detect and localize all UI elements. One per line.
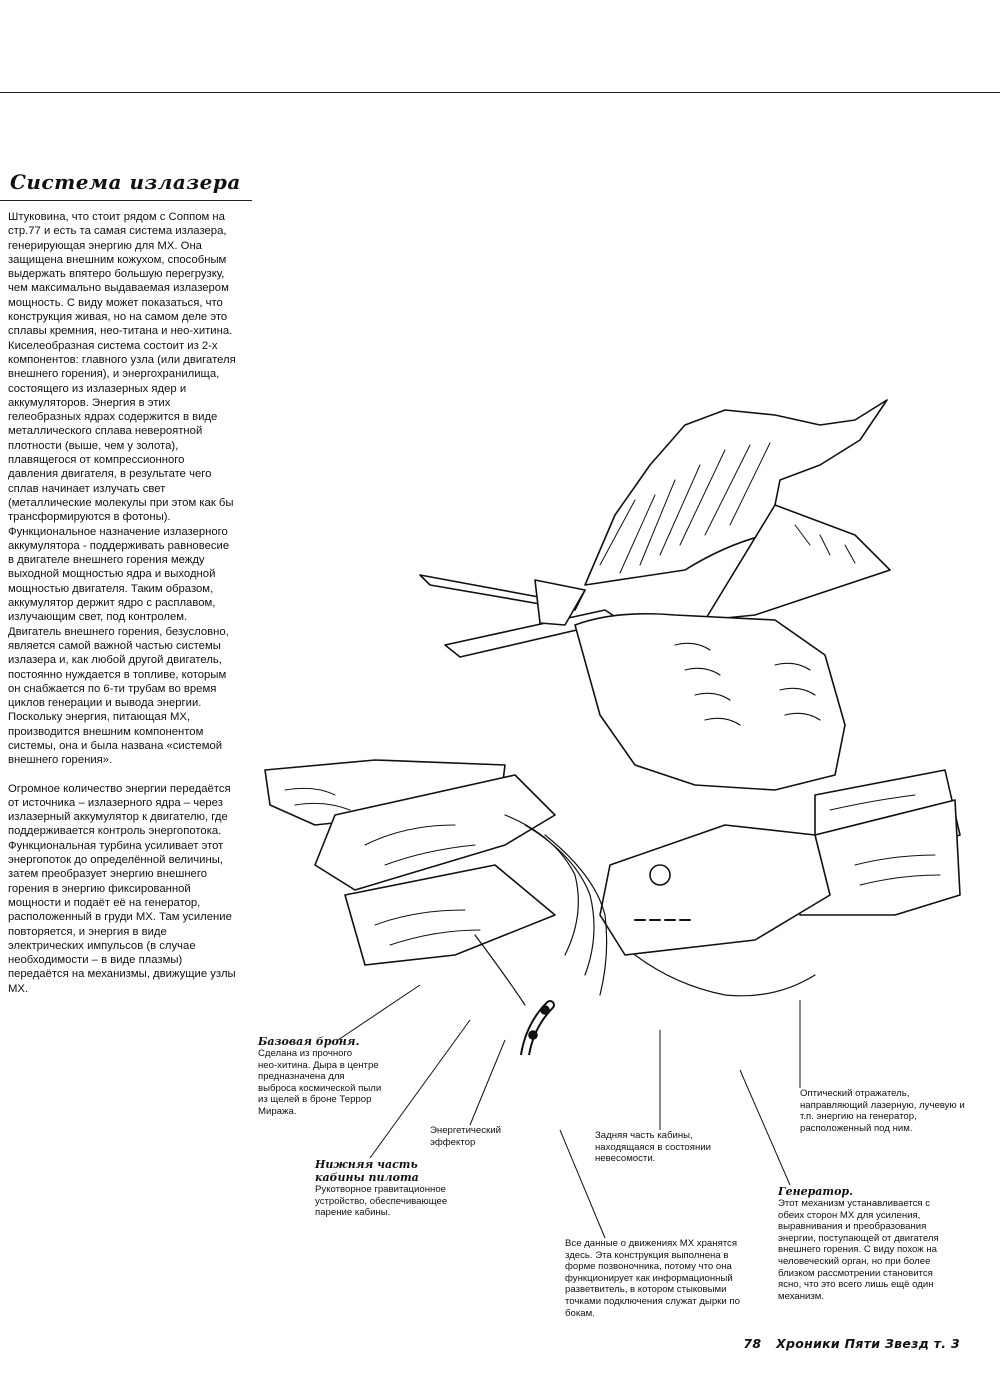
callout-generator: Генератор. Этот механизм устанавливается… — [778, 1185, 973, 1302]
spine-column — [520, 1000, 555, 1055]
callout-lower-cabin: Нижняя часть кабины пилота Рукотворное г… — [315, 1158, 485, 1219]
callout-title: Нижняя часть кабины пилота — [315, 1158, 419, 1184]
right-armor-plates — [599, 769, 961, 956]
callout-text: Рукотворное гравитационное устройство, о… — [315, 1184, 448, 1219]
callout-text: Оптический отражатель, направляющий лазе… — [800, 1088, 965, 1134]
callout-text: Этот механизм устанавливается с обеих ст… — [778, 1198, 939, 1302]
article-paragraph: Штуковина, что стоит рядом с Соппом на с… — [8, 211, 236, 767]
torso-body — [574, 612, 846, 791]
callout-text: Все данные о движениях МХ хранятся здесь… — [565, 1238, 740, 1319]
callout-text: Сделана из прочного нео-хитина. Дыра в ц… — [258, 1048, 382, 1117]
page-number: 78 — [743, 1336, 762, 1351]
antenna-blades — [419, 574, 621, 658]
izlazer-illustration — [264, 399, 961, 1055]
top-rule — [0, 92, 1000, 93]
page-footer: 78 Хроники Пяти Звезд т. 3 — [743, 1336, 960, 1351]
leader-line — [739, 1069, 791, 1186]
left-armor-plates — [264, 759, 556, 966]
callout-spine: Все данные о движениях МХ хранятся здесь… — [565, 1238, 765, 1319]
horn-crest — [584, 399, 891, 621]
article-body: Штуковина, что стоит рядом с Соппом на с… — [8, 210, 252, 1010]
callout-text: Энергетический эффектор — [430, 1125, 501, 1148]
book-title: Хроники Пяти Звезд т. 3 — [776, 1336, 960, 1351]
callout-energy-effector: Энергетический эффектор — [430, 1125, 530, 1148]
callout-base-armor: Базовая броня. Сделана из прочного нео-х… — [258, 1035, 423, 1118]
title-rule — [0, 200, 252, 201]
article-paragraph: Огромное количество энергии передаётся о… — [8, 782, 236, 995]
callout-title: Генератор. — [778, 1185, 853, 1198]
section-title: Система излазера — [10, 170, 241, 194]
callout-title: Базовая броня. — [258, 1035, 360, 1048]
callout-optical-reflector: Оптический отражатель, направляющий лазе… — [800, 1088, 995, 1134]
callout-text: Задняя часть кабины, находящаяся в состо… — [595, 1130, 711, 1165]
callout-rear-cabin: Задняя часть кабины, находящаяся в состо… — [595, 1130, 765, 1165]
core-cables — [474, 814, 816, 1006]
